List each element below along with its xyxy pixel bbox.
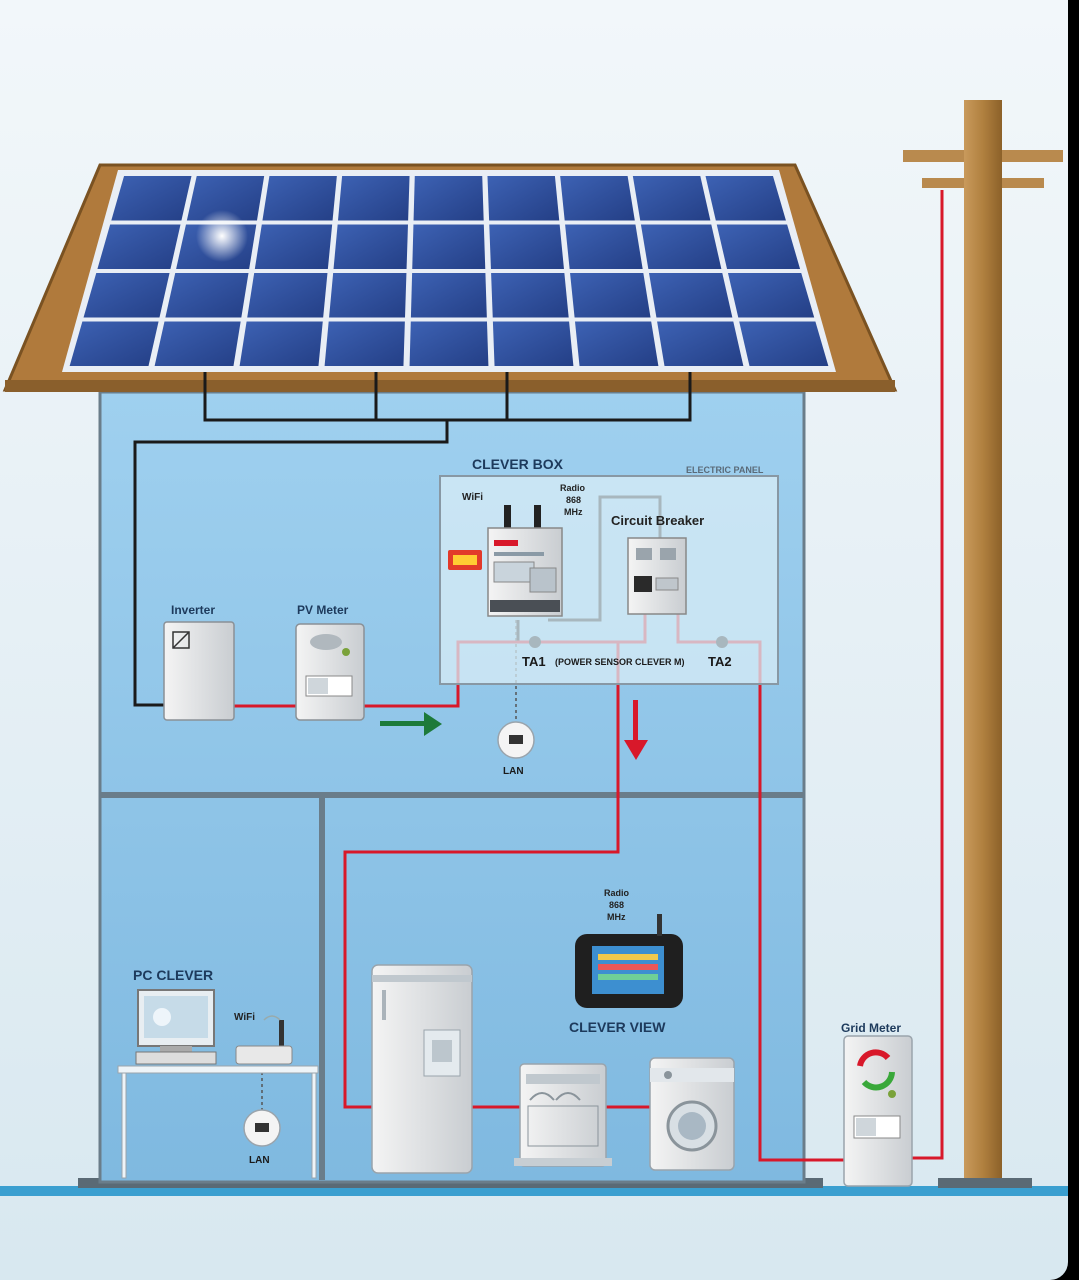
solar-panel-cell	[705, 176, 786, 221]
solar-panel-cell	[412, 224, 486, 269]
solar-panel-cell	[111, 176, 192, 221]
solar-panel-cell	[739, 321, 829, 366]
solar-panel-cell	[247, 273, 328, 318]
export-arrow-icon	[380, 712, 442, 736]
solar-panel-cell	[574, 321, 659, 366]
solar-panel-cell	[254, 224, 333, 269]
inverter-label: Inverter	[171, 603, 215, 617]
clever-view-radio-label-3: MHz	[607, 912, 626, 922]
solar-panel-cell	[492, 321, 574, 366]
clever-box-wifi-label: WiFi	[462, 492, 483, 503]
import-arrow-icon	[624, 700, 648, 760]
clever-box-radio-label-3: MHz	[564, 507, 583, 517]
clever-view-label: CLEVER VIEW	[569, 1019, 666, 1035]
clever-box-device	[448, 505, 563, 617]
solar-panel-cell	[329, 273, 407, 318]
solar-panel-cell	[409, 321, 489, 366]
clever-view-radio-label-1: Radio	[604, 888, 630, 898]
ta1-label: TA1	[522, 654, 546, 669]
solar-panel-cell	[324, 321, 405, 366]
fridge-appliance	[371, 964, 473, 1174]
solar-panel-cell	[97, 224, 181, 269]
dishwasher-appliance	[514, 1063, 612, 1167]
solar-panel-cell	[640, 224, 722, 269]
electric-panel-label: ELECTRIC PANEL	[686, 465, 764, 475]
lan-socket-top-icon	[497, 721, 535, 759]
inverter-device	[163, 621, 235, 721]
solar-panel-cell	[154, 321, 241, 366]
solar-panel-cell	[186, 176, 265, 221]
solar-panel-cell	[632, 176, 711, 221]
circuit-breaker-device	[627, 537, 687, 615]
solar-panel-cell	[565, 224, 643, 269]
sun-glare	[196, 210, 248, 262]
ground-strip	[0, 1186, 1068, 1196]
clever-view-radio-label-2: 868	[609, 900, 624, 910]
washing-machine-appliance	[649, 1057, 735, 1171]
solar-panel-cell	[239, 321, 323, 366]
circuit-breaker-label: Circuit Breaker	[611, 513, 704, 528]
pc-clever-label: PC CLEVER	[133, 967, 213, 983]
solar-panel-cell	[337, 176, 410, 221]
solar-panel-cell	[649, 273, 733, 318]
lan-bottom-label: LAN	[249, 1155, 270, 1166]
grid-meter-device	[843, 1035, 913, 1187]
solar-panel-cell	[410, 273, 487, 318]
clever-view-device	[575, 914, 683, 1008]
solar-panel-cell	[657, 321, 744, 366]
lan-top-label: LAN	[503, 766, 524, 777]
wifi-router-icon	[235, 1015, 293, 1065]
solar-panel-cell	[489, 224, 564, 269]
solar-panel-cell	[262, 176, 337, 221]
pc-wifi-label: WiFi	[234, 1012, 255, 1023]
clever-box-radio-label-2: 868	[566, 495, 581, 505]
power-sensor-label: (POWER SENSOR CLEVER M)	[555, 657, 685, 667]
solar-panel-cell	[69, 321, 159, 366]
solar-panel-cell	[491, 273, 569, 318]
ta2-label: TA2	[708, 654, 732, 669]
utility-pole	[903, 100, 1063, 1188]
solar-panel-cell	[83, 273, 170, 318]
grid-meter-label: Grid Meter	[841, 1021, 901, 1035]
solar-panel-cell	[560, 176, 635, 221]
pv-meter-device	[295, 623, 365, 721]
pc-monitor-icon	[135, 989, 217, 1065]
solar-panel-cell	[570, 273, 651, 318]
clever-box-radio-label-1: Radio	[560, 483, 586, 493]
solar-panel-cell	[716, 224, 801, 269]
solar-panel-cell	[413, 176, 484, 221]
solar-panel-array	[62, 170, 836, 372]
solar-panel-cell	[727, 273, 815, 318]
solar-panel-cell	[333, 224, 408, 269]
pc-desk	[117, 1065, 319, 1179]
clever-box-label: CLEVER BOX	[472, 456, 564, 472]
solar-panel-cell	[487, 176, 560, 221]
pv-meter-label: PV Meter	[297, 603, 349, 617]
lan-socket-bottom-icon	[243, 1109, 281, 1147]
solar-panel-cell	[165, 273, 249, 318]
